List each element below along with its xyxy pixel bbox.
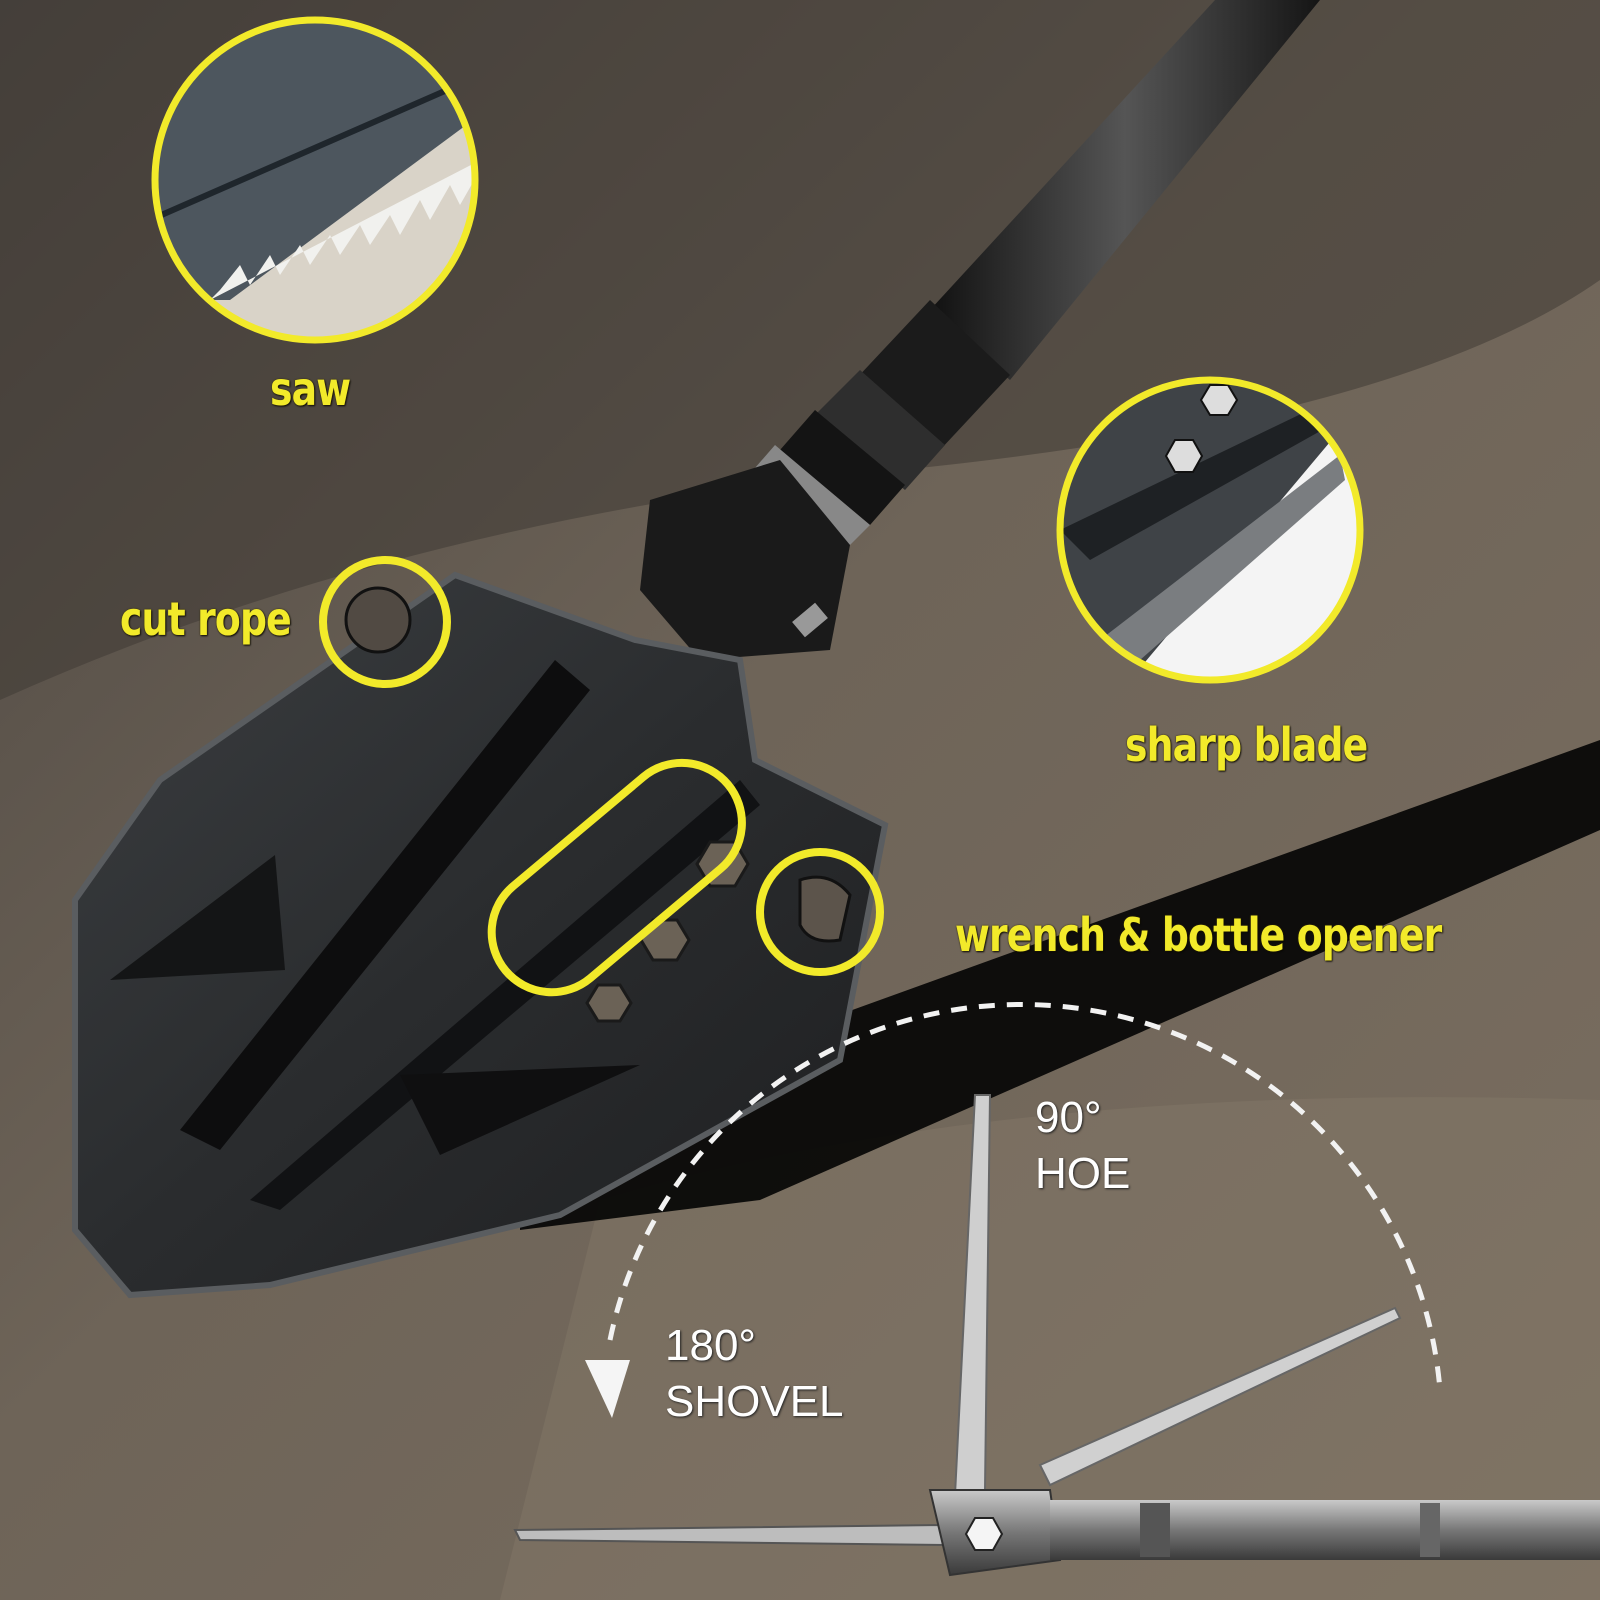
hoe-mode: HOE: [1035, 1149, 1131, 1198]
hoe-degrees: 90°: [1035, 1093, 1102, 1142]
sand-light-patch: [500, 1097, 1600, 1600]
wrench-ring: [487, 758, 746, 997]
sharp-blade-label: sharp blade: [1125, 718, 1368, 772]
shovel-shadow: [520, 740, 1600, 1230]
saw-closeup-inset: [151, 16, 479, 344]
inset-hex-hole: [1164, 439, 1204, 473]
tool-hex-hole: [964, 1517, 1004, 1551]
bottle-opener-ring: [756, 848, 884, 976]
saw-label: saw: [270, 362, 351, 416]
shovel-degrees: 180°: [665, 1321, 757, 1370]
shovel-angle-label: 180° SHOVEL: [665, 1318, 844, 1430]
cut-rope-label: cut rope: [120, 592, 292, 646]
arc-arrowhead-icon: [585, 1360, 630, 1418]
rope-cutter-hole: [344, 586, 412, 654]
folded-tool-diagram: [513, 1094, 1600, 1577]
wrench-bottle-opener-label: wrench & bottle opener: [955, 908, 1442, 962]
shovel-blade: [72, 571, 889, 1299]
rotation-arc: [607, 1001, 1443, 1391]
bottle-opener-notch: [798, 875, 852, 943]
hoe-angle-label: 90° HOE: [1035, 1090, 1130, 1202]
shovel-handle: [640, 0, 1320, 660]
cut-rope-ring: [319, 556, 451, 688]
highlight-rings: [319, 556, 884, 997]
sharp-blade-closeup-inset: [1056, 376, 1364, 684]
shovel-mode: SHOVEL: [665, 1377, 844, 1426]
